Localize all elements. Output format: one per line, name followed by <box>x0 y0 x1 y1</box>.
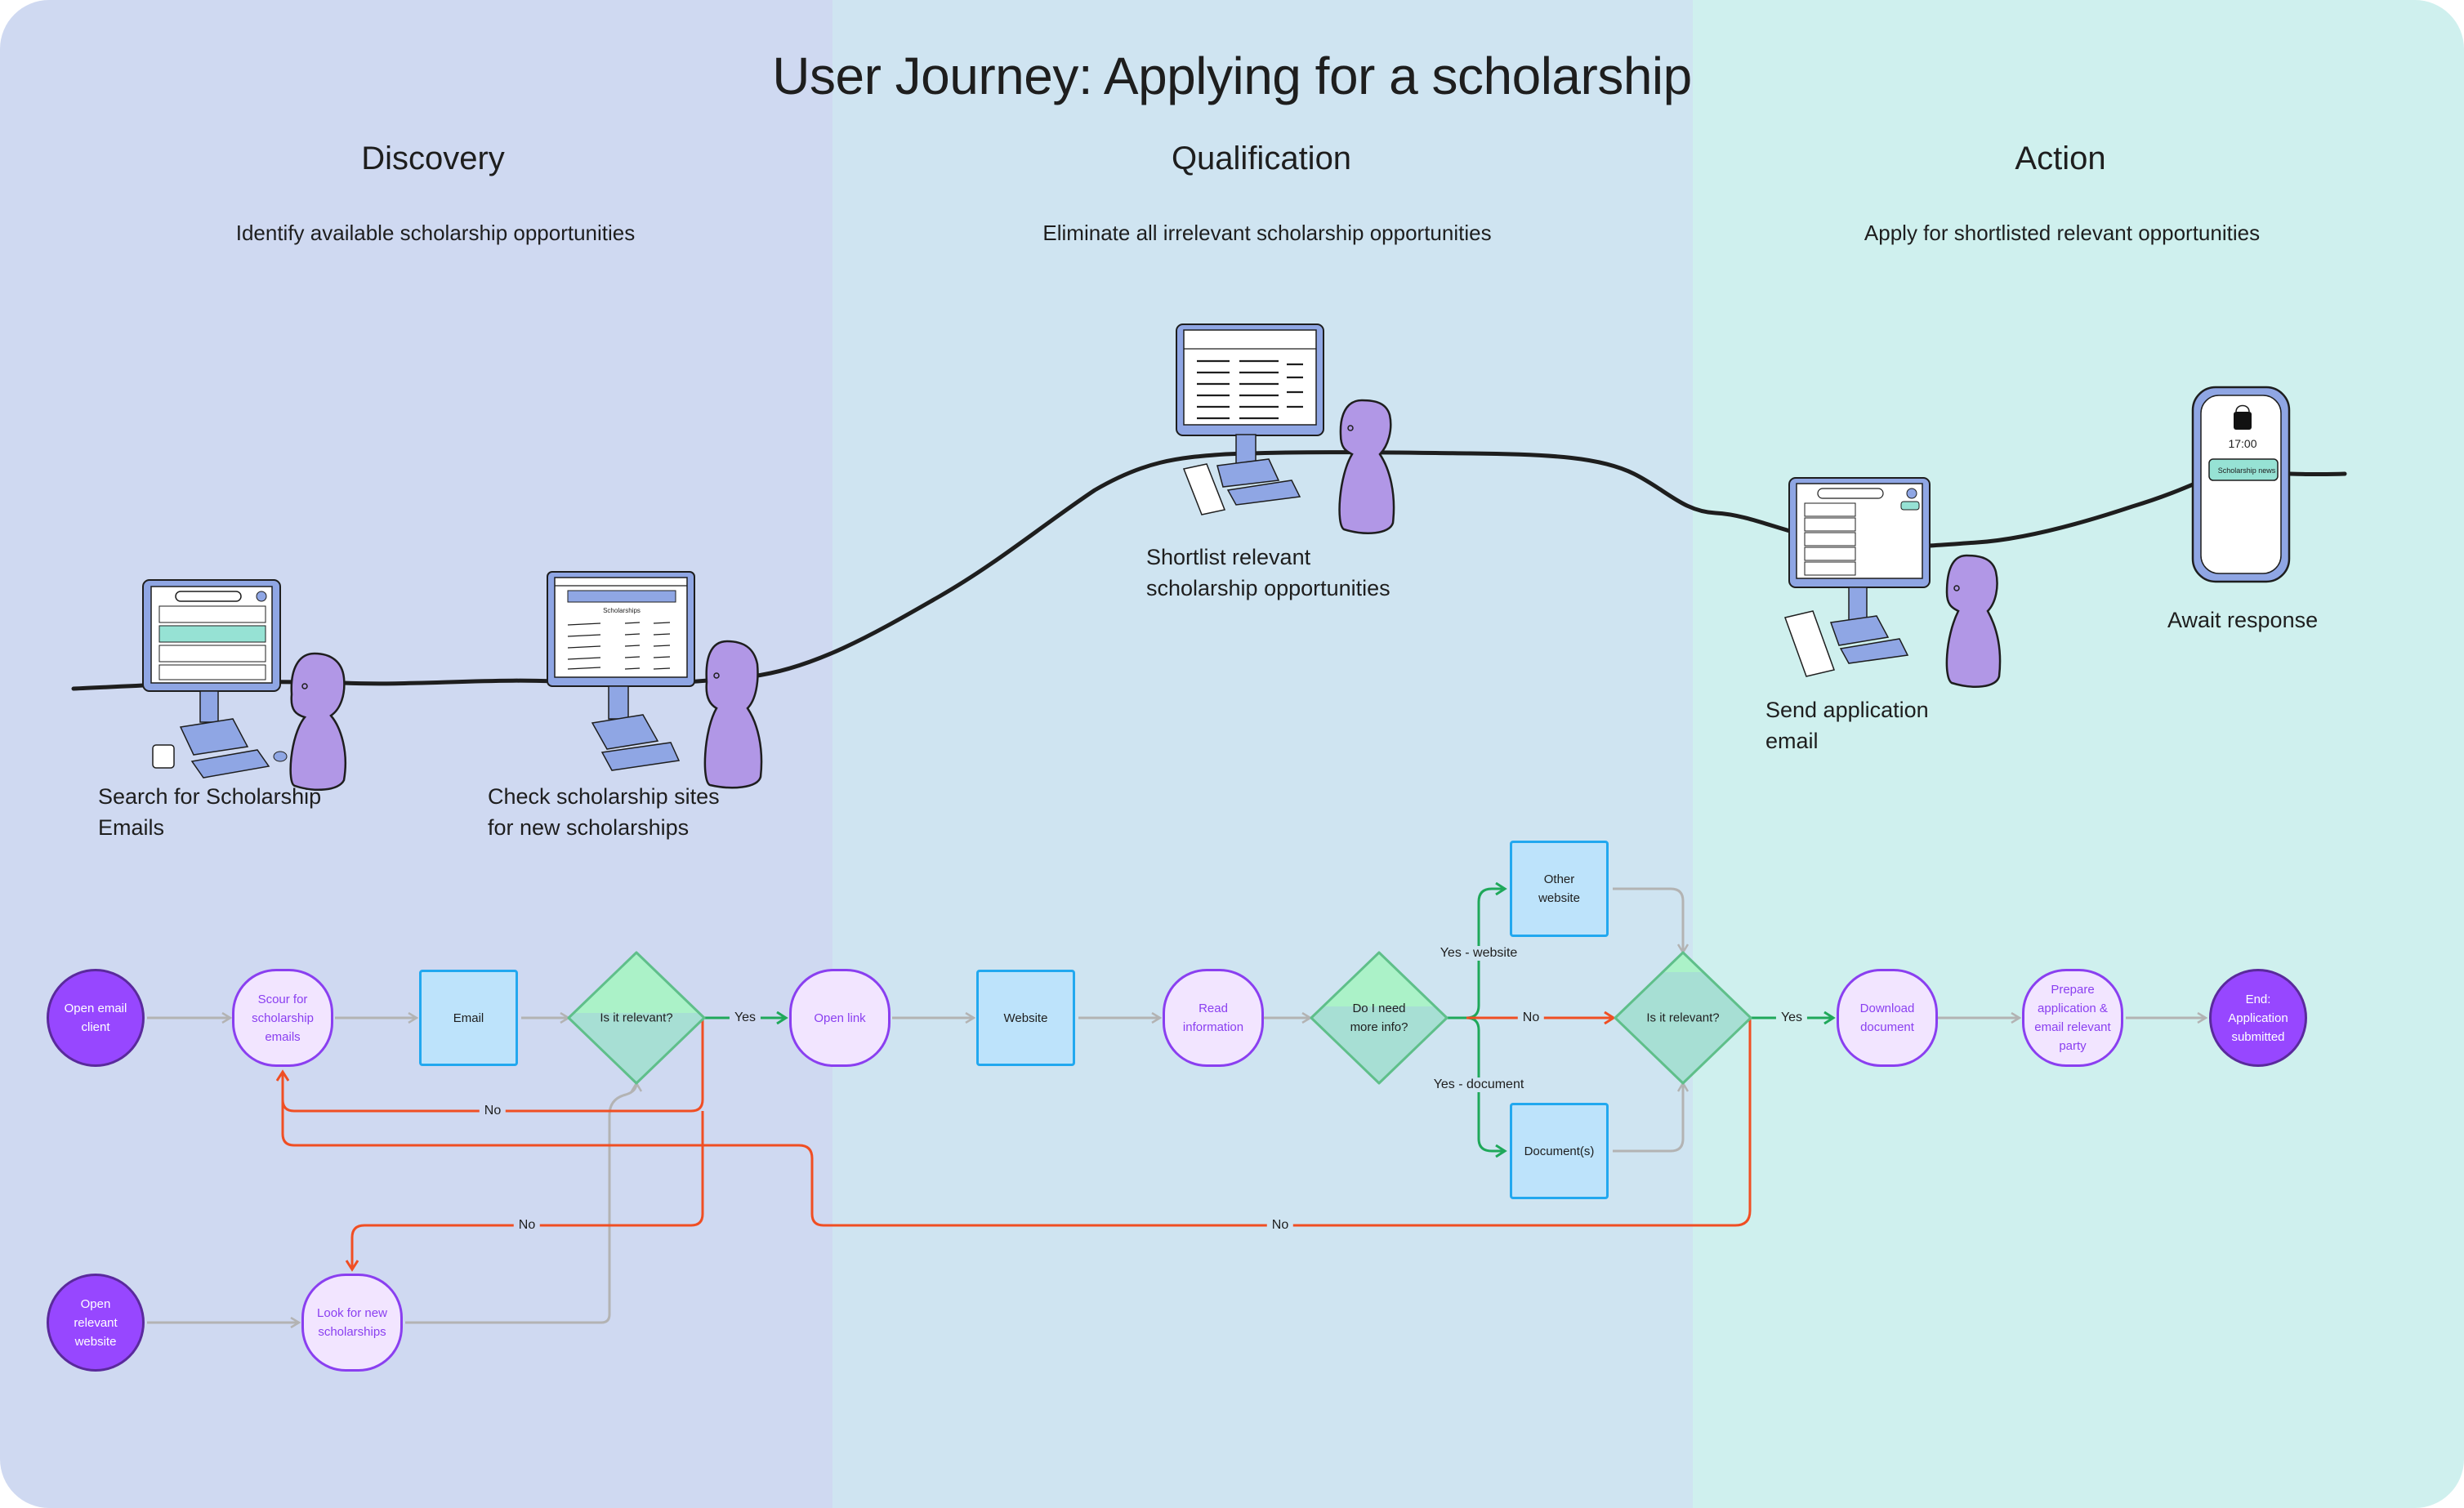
illustration-shortlist <box>1176 323 1395 534</box>
illustration-phone-notification: 17:00 Scholarship news <box>2191 386 2291 583</box>
journey-step-label: Search for Scholarship Emails <box>98 781 321 843</box>
sites-heading-text: Scholarships <box>603 607 641 614</box>
journey-step-label-line: Shortlist relevant <box>1146 545 1311 569</box>
connector-documents-to-decision <box>1613 1083 1683 1153</box>
edge-label-no: No <box>513 1218 541 1233</box>
section-discovery-panel <box>0 0 832 1508</box>
node-other-website[interactable]: Other website <box>1510 841 1609 937</box>
journey-step-label-line: Search for Scholarship <box>98 784 322 809</box>
journey-step-label: Send application email <box>1765 694 1929 756</box>
node-open-email-client[interactable]: Open email client <box>47 969 145 1067</box>
edge-label-yes: Yes <box>729 1011 761 1025</box>
connector-look-to-decision <box>405 1083 636 1324</box>
phone-time-text: 17:00 <box>2228 437 2256 450</box>
connector-no-decision-2-to-scour <box>281 1018 1752 1227</box>
journey-step-label-line: Emails <box>98 815 165 840</box>
edge-label-no: No <box>479 1104 507 1118</box>
node-email[interactable]: Email <box>419 970 518 1066</box>
node-download-document[interactable]: Download document <box>1837 969 1938 1067</box>
page-title: User Journey: Applying for a scholarship <box>772 47 1692 105</box>
section-title-qualification: Qualification <box>1171 141 1352 176</box>
node-read-information[interactable]: Read information <box>1163 969 1264 1067</box>
section-subtitle-discovery: Identify available scholarship opportuni… <box>235 221 636 245</box>
node-open-relevant-website[interactable]: Open relevant website <box>47 1274 145 1372</box>
edge-label-yes-document: Yes - document <box>1428 1077 1529 1092</box>
illustration-search-emails <box>142 579 347 791</box>
edge-label-no: No <box>1266 1218 1294 1233</box>
journey-step-label-line: Await response <box>2167 608 2319 632</box>
connector-other-website-to-decision <box>1613 887 1683 953</box>
node-prepare-application[interactable]: Prepare application & email relevant par… <box>2022 969 2123 1067</box>
journey-step-label-line: for new scholarships <box>488 815 690 840</box>
journey-step-label: Check scholarship sites for new scholars… <box>488 781 720 843</box>
phone-notification-text: Scholarship news <box>2218 466 2276 475</box>
decision-text: Is it relevant? <box>600 1011 673 1025</box>
edge-label-yes: Yes <box>1775 1011 1808 1025</box>
node-look-for-new-scholarships[interactable]: Look for new scholarships <box>301 1274 403 1372</box>
journey-step-label: Shortlist relevant scholarship opportuni… <box>1146 542 1390 604</box>
node-scour-emails[interactable]: Scour for scholarship emails <box>232 969 333 1067</box>
node-website[interactable]: Website <box>976 970 1075 1066</box>
illustration-scholarship-sites: Scholarships <box>547 571 763 789</box>
decision-text: Do I need more info? <box>1350 1002 1408 1034</box>
section-subtitle-action: Apply for shortlisted relevant opportuni… <box>1864 221 2261 245</box>
section-subtitle-qualification: Eliminate all irrelevant scholarship opp… <box>1042 221 1492 245</box>
journey-step-label-line: email <box>1765 729 1819 753</box>
edge-label-no: No <box>1517 1011 1545 1025</box>
illustration-send-email <box>1784 477 2002 688</box>
journey-step-label-line: Check scholarship sites <box>488 784 720 809</box>
section-qualification-panel <box>832 0 1693 1508</box>
section-title-action: Action <box>2015 141 2106 176</box>
edge-label-yes-website: Yes - website <box>1435 946 1523 961</box>
node-open-link[interactable]: Open link <box>789 969 891 1067</box>
section-action-panel <box>1693 0 2464 1508</box>
journey-step-label: Await response <box>2167 605 2318 636</box>
decision-text: Is it relevant? <box>1646 1011 1720 1025</box>
journey-step-label-line: Send application <box>1765 698 1929 722</box>
node-documents[interactable]: Document(s) <box>1510 1103 1609 1199</box>
connector-yes-document <box>1466 1016 1505 1151</box>
section-title-discovery: Discovery <box>361 141 505 176</box>
node-end-application-submitted[interactable]: End: Application submitted <box>2209 969 2307 1067</box>
journey-step-label-line: scholarship opportunities <box>1146 576 1390 600</box>
